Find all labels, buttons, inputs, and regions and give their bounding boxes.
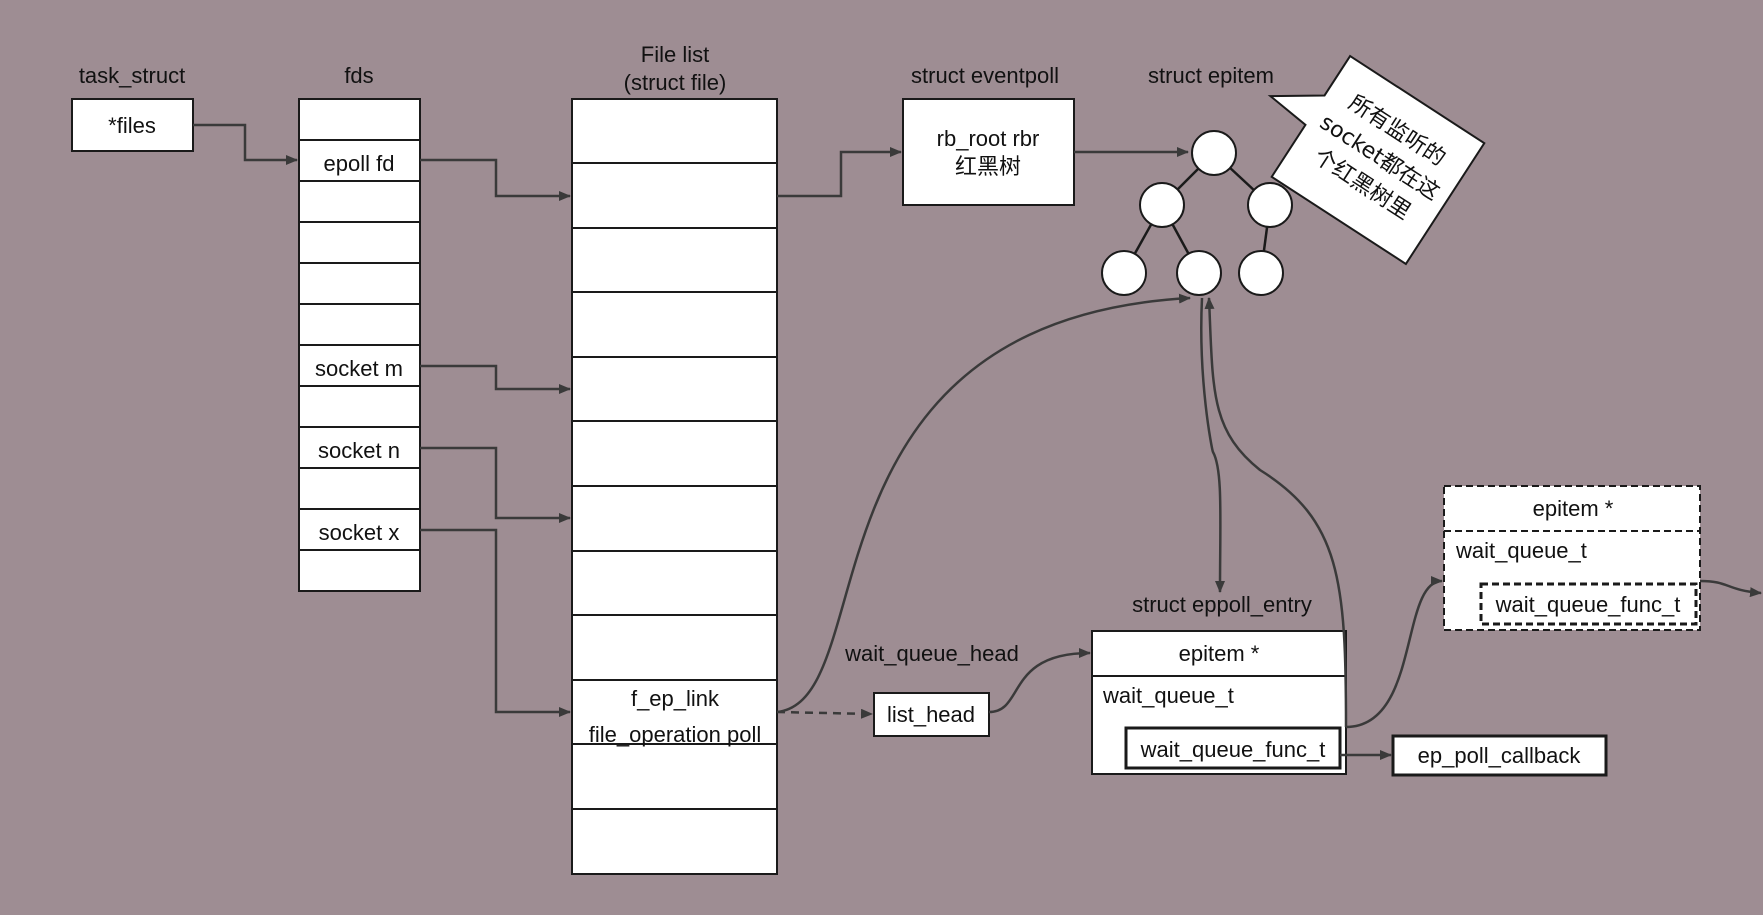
next-entry-func-box: [1479, 582, 1698, 626]
arrow-next-entry-continue: [1699, 579, 1762, 598]
eppoll-entry-box: epitem * wait_queue_t wait_queue_func_t: [1091, 630, 1347, 775]
tree-node-left: [1139, 182, 1185, 228]
curve-eppoll-entry-to-next-entry: [1345, 576, 1443, 729]
arrow-socket-n-to-file: [420, 446, 571, 523]
curve-eppoll-entry-to-epitem: [1204, 297, 1348, 728]
eventpoll-box: rb_root rbr 红黑树: [902, 98, 1075, 206]
tree-node-right: [1247, 182, 1293, 228]
epitem-rb-tree: [1101, 130, 1293, 296]
arrow-files-to-fds: [193, 123, 298, 165]
fds-table: epoll fd socket m socket n socket x: [298, 98, 421, 592]
list-head-label: list_head: [887, 702, 975, 727]
tree-node-left-right: [1176, 250, 1222, 296]
eventpoll-rb-root: rb_root rbr: [937, 126, 1040, 151]
file-list-table: f_ep_link file_operation poll: [571, 98, 778, 875]
file-operation-poll: file_operation poll: [589, 722, 761, 747]
files-pointer: *files: [108, 113, 156, 138]
next-entry-wait-queue-func-t: wait_queue_func_t: [1495, 592, 1681, 617]
file-list-label-line1: File list: [641, 42, 709, 67]
arrow-socket-m-to-file: [420, 364, 571, 394]
arrow-epoll-fd-to-file: [420, 158, 571, 201]
next-eppoll-entry-box: epitem * wait_queue_t wait_queue_func_t: [1443, 485, 1701, 631]
task-struct-label: task_struct: [79, 63, 185, 88]
file-list-label-line2: (struct file): [624, 70, 727, 95]
fds-epoll-fd: epoll fd: [324, 151, 395, 176]
ep-poll-callback-label: ep_poll_callback: [1418, 743, 1582, 768]
eppoll-entry-epitem: epitem *: [1179, 641, 1260, 666]
task-struct-box: *files: [71, 98, 194, 152]
arrow-file-to-eventpoll: [777, 147, 902, 198]
ep-poll-callback-box: ep_poll_callback: [1391, 734, 1608, 777]
struct-epitem-label: struct epitem: [1148, 63, 1274, 88]
curve-list-head-to-eppoll-entry: [988, 648, 1091, 714]
file-f-ep-link: f_ep_link: [631, 686, 720, 711]
list-head-box: list_head: [873, 692, 990, 737]
next-entry-wait-queue-t: wait_queue_t: [1455, 538, 1587, 563]
rbtree-callout: 所有监听的 socket都在这 个红黑树里: [1267, 54, 1486, 266]
eppoll-entry-wait-queue-func-t: wait_queue_func_t: [1140, 737, 1326, 762]
eventpoll-rbtree: 红黑树: [955, 155, 1021, 180]
struct-eventpoll-label: struct eventpoll: [911, 63, 1059, 88]
connectors: [193, 123, 1762, 760]
curve-epitem-to-eppoll-entry: [1200, 297, 1226, 593]
tree-node-right-left: [1238, 250, 1284, 296]
fds-socket-m: socket m: [315, 356, 403, 381]
fds-socket-x: socket x: [319, 520, 400, 545]
fds-label: fds: [344, 63, 373, 88]
tree-node-root: [1191, 130, 1237, 176]
fds-socket-n: socket n: [318, 438, 400, 463]
struct-eppoll-entry-label: struct eppoll_entry: [1132, 592, 1312, 617]
wait-queue-head-label: wait_queue_head: [844, 641, 1019, 666]
tree-node-left-left: [1101, 250, 1147, 296]
eppoll-entry-wait-queue-t: wait_queue_t: [1102, 683, 1234, 708]
curve-f-ep-link-to-epitem: [776, 293, 1191, 714]
arrow-socket-x-to-file: [420, 528, 571, 717]
next-entry-epitem: epitem *: [1533, 496, 1614, 521]
eppoll-entry-func-box: [1124, 726, 1342, 770]
arrow-dashed-to-list-head: [776, 708, 873, 719]
